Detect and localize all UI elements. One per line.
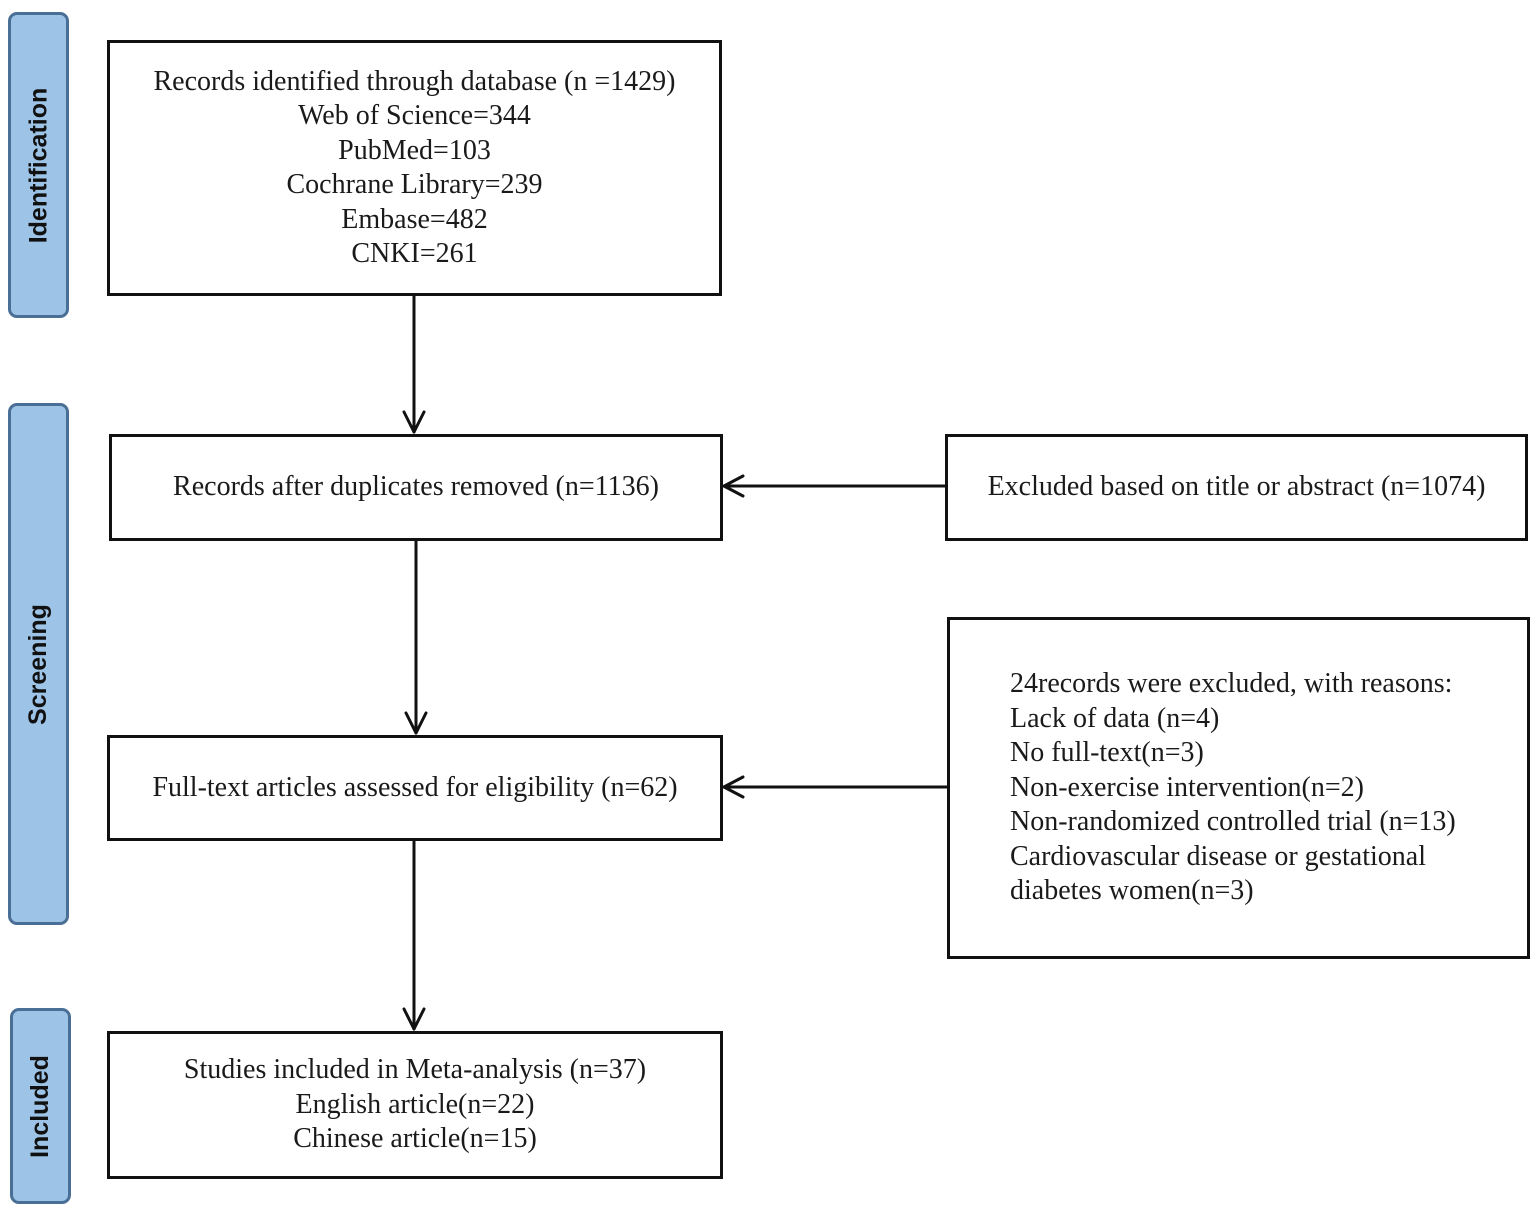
reason-non-randomized: Non-randomized controlled trial (n=13) [1010, 806, 1456, 838]
title-abstract-excluded-box: Excluded based on title or abstract (n=1… [945, 434, 1528, 541]
arrowhead-excluded-to-duplicates [722, 474, 745, 498]
records-web-of-science: Web of Science=344 [298, 100, 531, 131]
title-abstract-excluded-text: Excluded based on title or abstract (n=1… [987, 471, 1486, 503]
studies-included-chinese: Chinese article(n=15) [293, 1123, 537, 1155]
arrowhead-identification-to-duplicates [402, 410, 426, 434]
studies-included-box: Studies included in Meta-analysis (n=37)… [107, 1031, 723, 1179]
reason-non-exercise: Non-exercise intervention(n=2) [1010, 771, 1364, 803]
fulltext-assessed-text: Full-text articles assessed for eligibil… [152, 771, 678, 803]
reason-no-full-text: No full-text(n=3) [1010, 737, 1204, 769]
phase-screening: Screening [8, 403, 69, 925]
arrowhead-fulltext-excluded-to-fulltext [722, 775, 745, 799]
records-cochrane: Cochrane Library=239 [286, 169, 543, 200]
arrowhead-duplicates-to-fulltext [404, 711, 428, 735]
duplicates-removed-box: Records after duplicates removed (n=1136… [109, 434, 723, 541]
phase-identification: Identification [8, 12, 69, 318]
duplicates-removed-text: Records after duplicates removed (n=1136… [173, 471, 659, 503]
reason-cardiovascular-line2: diabetes women(n=3) [1010, 875, 1254, 907]
records-pubmed: PubMed=103 [338, 134, 491, 166]
reason-cardiovascular-line1: Cardiovascular disease or gestational [1010, 840, 1426, 872]
fulltext-assessed-box: Full-text articles assessed for eligibil… [107, 735, 723, 841]
reason-lack-of-data: Lack of data (n=4) [1010, 702, 1220, 734]
records-embase: Embase=482 [341, 203, 488, 235]
records-identified-box: Records identified through database (n =… [107, 40, 722, 296]
phase-included: Included [10, 1008, 71, 1204]
studies-included-total: Studies included in Meta-analysis (n=37) [183, 1054, 647, 1086]
studies-included-english: English article(n=22) [295, 1088, 535, 1120]
records-cnki: CNKI=261 [351, 238, 478, 269]
arrowhead-fulltext-to-included [402, 1007, 426, 1031]
fulltext-excluded-header: 24records were excluded, with reasons: [1010, 668, 1453, 700]
records-identified-total: Records identified through database (n =… [153, 65, 676, 97]
fulltext-excluded-box: 24records were excluded, with reasons: L… [947, 617, 1530, 959]
